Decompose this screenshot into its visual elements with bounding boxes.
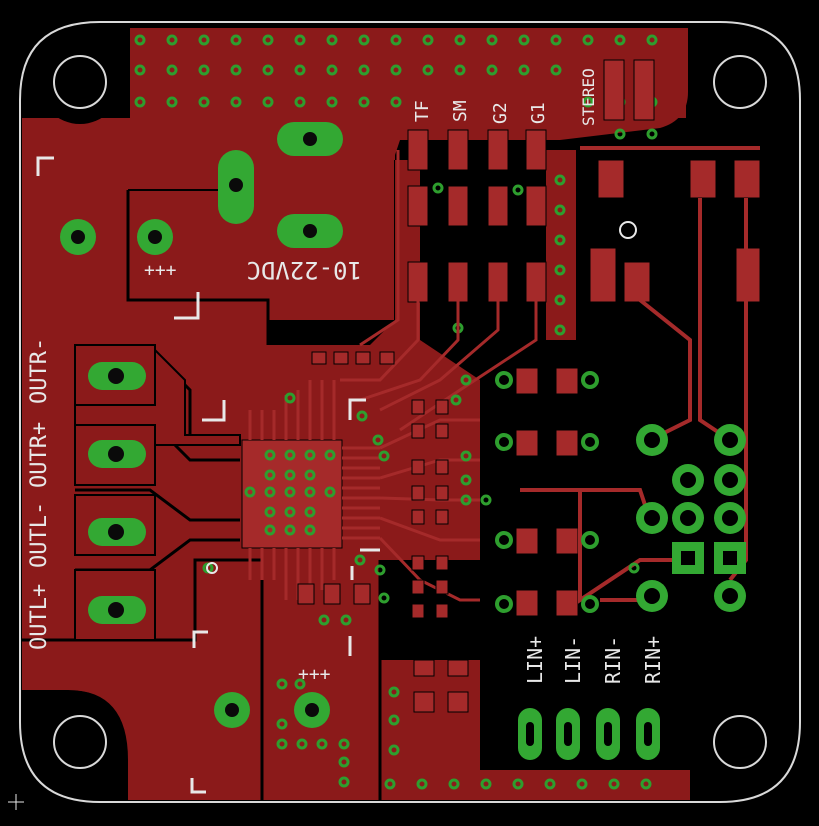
mount-ring-tl bbox=[53, 55, 107, 109]
jumper-label-g2: G2 bbox=[490, 102, 511, 124]
mount-ring-br bbox=[713, 715, 767, 769]
input-label-lin-minus: LIN- bbox=[561, 636, 585, 684]
input-label-rin-plus: RIN+ bbox=[641, 636, 665, 684]
power-input-label: 10-22VDC bbox=[246, 256, 362, 284]
amplifier-ic bbox=[241, 380, 380, 600]
misc-vias bbox=[202, 374, 652, 790]
output-label-outr-minus: OUTR- bbox=[27, 338, 52, 404]
signal-vias bbox=[495, 371, 599, 613]
origin-marker bbox=[8, 794, 24, 810]
output-label-outl-minus: OUTL- bbox=[27, 502, 52, 568]
jumper-label-sm: SM bbox=[450, 100, 471, 122]
power-plus-top-label: +++ bbox=[144, 260, 177, 281]
jumper-label-tf: TF bbox=[412, 100, 433, 122]
cap-pads bbox=[60, 219, 330, 728]
output-label-outr-plus: OUTR+ bbox=[27, 422, 52, 488]
input-label-rin-minus: RIN- bbox=[601, 636, 625, 684]
input-label-lin-plus: LIN+ bbox=[523, 636, 547, 684]
header-vias bbox=[134, 34, 658, 140]
board-outline bbox=[19, 21, 801, 803]
passive-parts bbox=[297, 351, 469, 713]
silk-fiducial bbox=[619, 221, 637, 239]
silk-corner-marks bbox=[36, 156, 380, 794]
right-components bbox=[515, 159, 761, 617]
stereo-label: STEREO bbox=[579, 68, 598, 126]
power-plus-bottom-label: +++ bbox=[298, 664, 331, 685]
input-connector bbox=[636, 424, 746, 612]
input-labels: LIN+ LIN- RIN- RIN+ bbox=[523, 636, 665, 684]
copper-header-top bbox=[130, 28, 686, 118]
bottom-input-pads bbox=[518, 708, 660, 760]
jumper-label-g1: G1 bbox=[528, 102, 549, 124]
copper-power-zone bbox=[262, 190, 394, 320]
power-jack bbox=[128, 122, 343, 248]
output-labels: OUTL+ OUTL- OUTR+ OUTR- bbox=[27, 338, 52, 650]
silk-pin1 bbox=[206, 562, 218, 574]
output-terminals bbox=[74, 344, 241, 641]
jumper-pads bbox=[407, 59, 655, 303]
mount-ring-bl bbox=[53, 715, 107, 769]
copper-bottom-right bbox=[380, 770, 686, 800]
jumper-labels: TF SM G2 G1 bbox=[412, 100, 549, 124]
mount-ring-tr bbox=[713, 55, 767, 109]
output-label-outl-plus: OUTL+ bbox=[27, 584, 52, 650]
